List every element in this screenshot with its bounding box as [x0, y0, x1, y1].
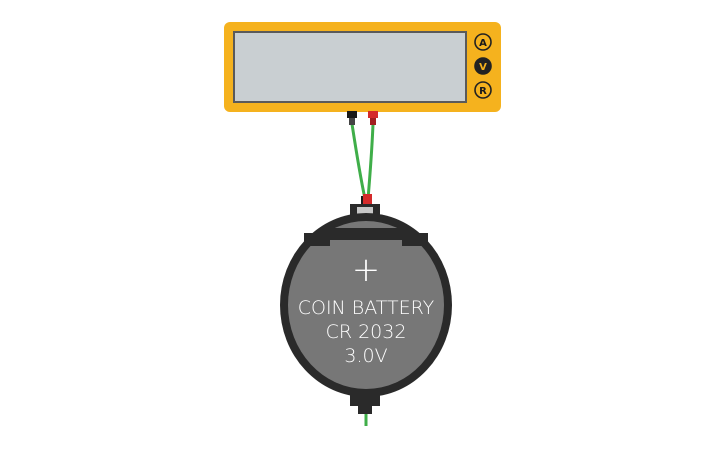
- mode-button-resistance-label: R: [479, 86, 487, 97]
- battery-label-line1: COIN BATTERY: [298, 297, 435, 319]
- battery-label-line2: CR 2032: [326, 321, 407, 343]
- battery-plus-symbol: +: [352, 250, 381, 290]
- mode-button-current-label: A: [479, 38, 487, 49]
- negative-probe-connector[interactable]: [347, 111, 357, 125]
- probe-tips[interactable]: [361, 194, 372, 206]
- coin-battery[interactable]: + COIN BATTERY CR 2032 3.0V: [280, 204, 452, 414]
- mode-button-voltage[interactable]: V: [474, 57, 492, 75]
- mode-button-voltage-circle[interactable]: [474, 57, 492, 75]
- holder-clip-top: [322, 228, 410, 240]
- battery-label-line3: 3.0V: [344, 345, 387, 367]
- negative-probe-wire[interactable]: [350, 123, 367, 200]
- positive-probe-connector[interactable]: [368, 111, 378, 125]
- probe-wires[interactable]: [350, 123, 375, 426]
- positive-probe-wire[interactable]: [366, 123, 375, 200]
- positive-probe-tip[interactable]: [363, 194, 372, 206]
- mode-button-resistance-circle[interactable]: [474, 81, 492, 99]
- multimeter-display: [233, 31, 467, 103]
- multimeter[interactable]: A V R: [224, 22, 501, 125]
- mode-button-current[interactable]: A: [474, 33, 492, 51]
- mode-button-voltage-label: V: [479, 62, 487, 73]
- mode-button-current-circle[interactable]: [474, 33, 492, 51]
- mode-button-resistance[interactable]: R: [474, 81, 492, 99]
- battery-cell: [288, 221, 444, 389]
